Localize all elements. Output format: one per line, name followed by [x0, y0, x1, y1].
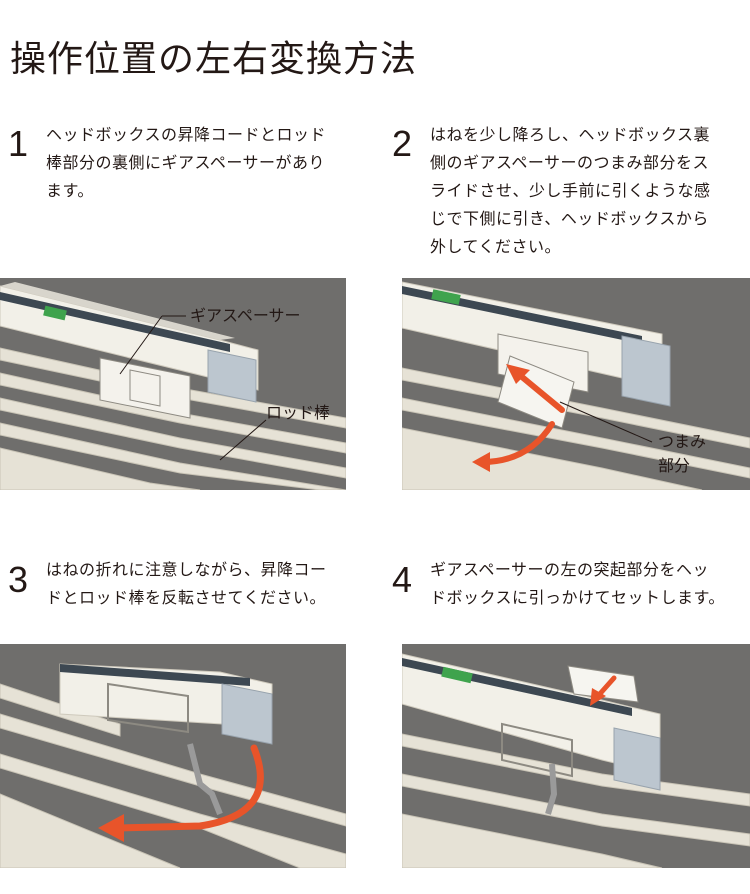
- knob-label-line: つまみ: [658, 432, 707, 451]
- page-title: 操作位置の左右変換方法: [10, 39, 418, 80]
- step-1-line: 棒部分の裏側にギアスペーサーがあり: [46, 153, 326, 172]
- step-1-line: ます。: [46, 181, 94, 200]
- photo-step-2: つまみ 部分: [402, 278, 750, 490]
- photo-step-3: [0, 644, 346, 868]
- step-4-line: ギアスペーサーの左の突起部分をヘッ: [430, 560, 710, 579]
- step-3-number: 3: [8, 559, 29, 600]
- step-2-number: 2: [392, 123, 413, 164]
- step-2-line: 外してください。: [430, 237, 562, 256]
- step-3-text: はねの折れに注意しながら、昇降コー ドとロッド棒を反転させてください。: [46, 556, 327, 612]
- rod-label: ロッド棒: [266, 403, 331, 422]
- step-2-line: はねを少し降ろし、ヘッドボックス裏: [430, 125, 711, 144]
- photo-step-1: ギアスペーサー ロッド棒: [0, 278, 346, 490]
- step-1-line: ヘッドボックスの昇降コードとロッド: [46, 125, 327, 144]
- step-3-line: はねの折れに注意しながら、昇降コー: [46, 560, 327, 579]
- step-4-number: 4: [392, 559, 413, 600]
- step-4-line: ドボックスに引っかけてセットします。: [430, 588, 725, 607]
- photo-step-4: [402, 644, 750, 868]
- step-2-text: はねを少し降ろし、ヘッドボックス裏 側のギアスペーサーのつまみ部分をス ライドさ…: [430, 121, 711, 261]
- step-1-number: 1: [8, 123, 29, 164]
- gear-spacer-label: ギアスペーサー: [190, 306, 301, 325]
- step-1-text: ヘッドボックスの昇降コードとロッド 棒部分の裏側にギアスペーサーがあり ます。: [46, 121, 326, 205]
- step-2-line: ライドさせ、少し手前に引くような感: [430, 181, 711, 200]
- knob-label-line: 部分: [658, 456, 691, 475]
- step-4-text: ギアスペーサーの左の突起部分をヘッ ドボックスに引っかけてセットします。: [430, 556, 725, 612]
- step-3-line: ドとロッド棒を反転させてください。: [46, 588, 327, 607]
- step-2-line: 側のギアスペーサーのつまみ部分をス: [430, 153, 710, 172]
- step-2-line: じで下側に引き、ヘッドボックスから: [430, 209, 709, 228]
- knob-label: つまみ 部分: [658, 430, 706, 478]
